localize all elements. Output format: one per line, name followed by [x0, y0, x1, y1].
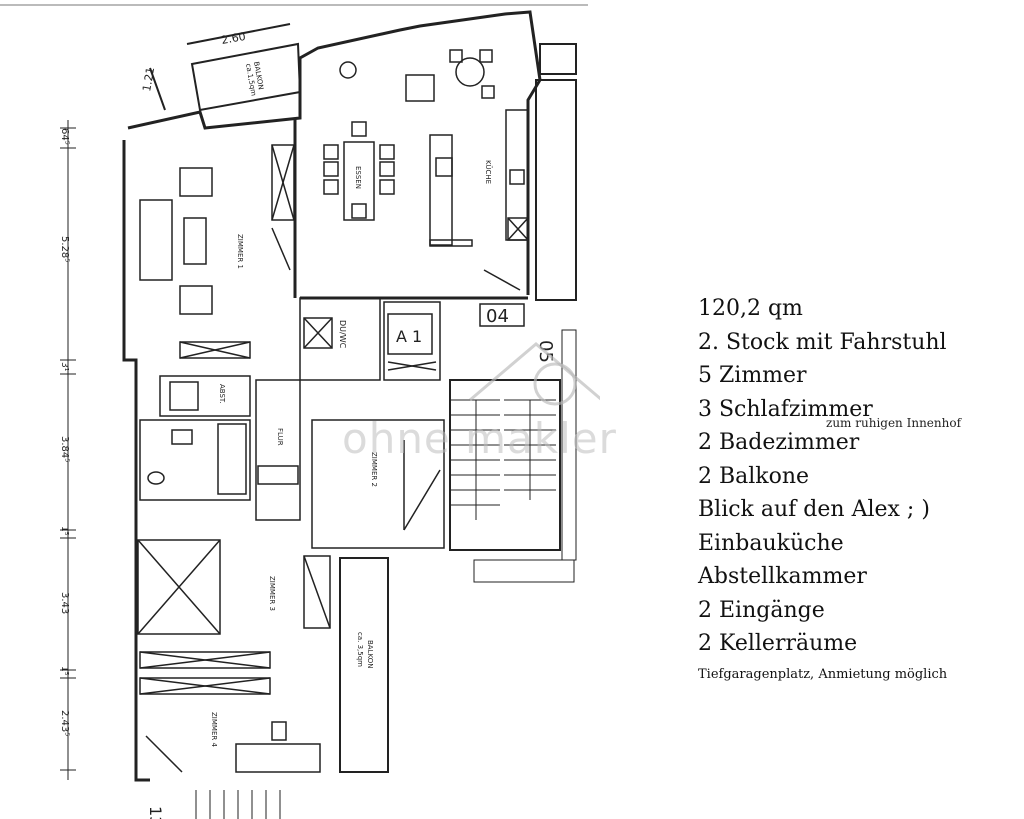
dim-d6: 3.43: [59, 592, 70, 614]
stair-number: 13: [146, 806, 165, 819]
feature-cellars: 2 Kellerräume: [698, 631, 858, 656]
essen-kueche: [323, 49, 529, 291]
feature-bedrooms: 3 Schlafzimmer: [698, 396, 873, 422]
feature-floor: 2. Stock mit Fahrstuhl: [698, 329, 947, 355]
stairwell: [449, 329, 577, 583]
dim-d8: 2.43⁵: [59, 710, 70, 736]
feature-storage: Abstellkammer: [698, 564, 867, 589]
dim-d2: 5.28⁵: [59, 236, 70, 262]
balcony-bottom-size: ca. 3,5qm: [356, 632, 364, 667]
balcony-top: [149, 23, 302, 112]
room-label-zimmer2: ZIMMER 2: [370, 452, 378, 487]
watermark: ohne makler: [342, 414, 617, 463]
room-label-flur: FLUR: [276, 428, 284, 446]
room-label-zimmer1: ZIMMER 1: [236, 234, 244, 269]
left-dimension-line: [60, 120, 76, 780]
unit-number: 04: [486, 306, 509, 327]
feature-kitchen: Einbauküche: [698, 530, 844, 556]
dim-d5: 1⁵: [59, 526, 69, 536]
dim-top-width: 2.60: [220, 30, 246, 47]
balcony-bottom-label: BALKON: [366, 640, 374, 668]
elevator-label: A 1: [396, 327, 422, 346]
room-label-duwc: DU/WC: [338, 320, 347, 349]
dim-balcony-depth: 1.21: [140, 66, 157, 92]
dim-d7: 1⁵: [59, 666, 69, 676]
room-label-kueche: KÜCHE: [484, 160, 493, 184]
feature-list: 120,2 qm 2. Stock mit Fahrstuhl 5 Zimmer…: [698, 292, 1018, 682]
abst-bad-flur: [139, 375, 301, 521]
room-label-zimmer3: ZIMMER 3: [268, 576, 276, 611]
outer-walls: [122, 10, 577, 782]
zimmer-2: [311, 419, 445, 549]
balcony-bottom: [339, 557, 389, 773]
duwc-elevator: [299, 297, 441, 381]
feature-balconies: 2 Balkone: [698, 463, 810, 489]
footnote-parking: Tiefgaragenplatz, Anmietung möglich: [698, 666, 948, 682]
bottom-stair: [195, 790, 281, 819]
zimmer-4: [139, 677, 321, 773]
floor-plan: 2.60 1.21 BALKON ca.1,5qm 64⁵ 5.28⁵ 3¹ 3…: [0, 4, 600, 819]
zimmer-3: [137, 539, 331, 669]
zimmer-1: [139, 144, 295, 359]
dim-d1: 64⁵: [59, 128, 70, 145]
dim-d4: 3.84⁵: [59, 436, 70, 462]
feature-view: Blick auf den Alex ; ): [698, 497, 930, 522]
watermark-house-icon: [469, 342, 600, 406]
room-label-essen: ESSEN: [354, 166, 362, 189]
room-label-zimmer4: ZIMMER 4: [210, 712, 218, 747]
unit-number-box: [479, 303, 525, 327]
feature-entrances: 2 Eingänge: [698, 597, 825, 623]
overlay-note-courtyard: zum ruhigen Innenhof: [826, 416, 962, 430]
room-label-abst: ABST.: [218, 384, 226, 404]
feature-area: 120,2 qm: [698, 296, 803, 321]
feature-bathrooms: 2 Badezimmer: [698, 430, 860, 455]
feature-rooms: 5 Zimmer: [698, 363, 807, 388]
dim-d3: 3¹: [59, 362, 69, 372]
